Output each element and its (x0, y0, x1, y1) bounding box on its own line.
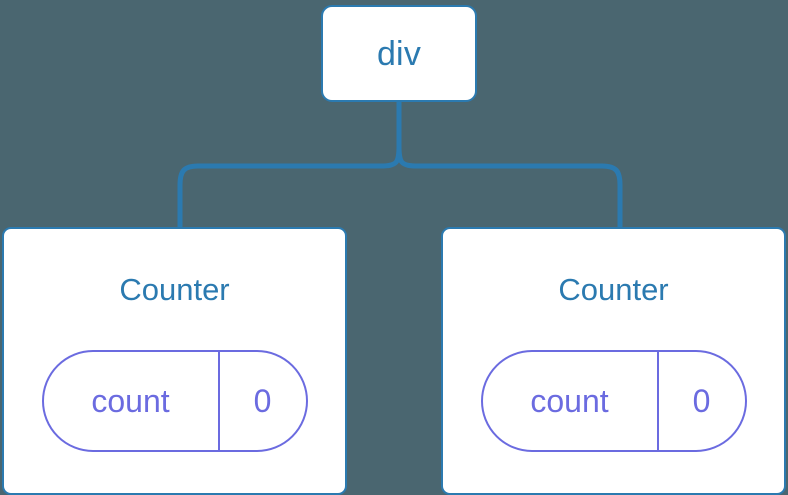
state-key: count (44, 352, 220, 450)
state-value: 0 (220, 352, 306, 450)
node-counter-1[interactable]: Counter count 0 (2, 227, 347, 495)
node-root-div[interactable]: div (321, 5, 477, 102)
component-title: Counter (558, 272, 669, 307)
root-node-label: div (376, 34, 422, 73)
node-counter-2[interactable]: Counter count 0 (441, 227, 786, 495)
state-pill-count[interactable]: count 0 (480, 350, 747, 452)
state-value: 0 (659, 352, 745, 450)
state-value-label: 0 (253, 383, 272, 419)
state-value-label: 0 (692, 383, 711, 419)
state-key: count (483, 352, 659, 450)
component-title: Counter (119, 272, 230, 307)
edge-root-to-counter-left (177, 145, 402, 227)
state-key-label: count (91, 383, 170, 419)
edge-root-to-counter-right (396, 145, 623, 227)
state-pill-count[interactable]: count 0 (41, 350, 308, 452)
state-key-label: count (530, 383, 609, 419)
